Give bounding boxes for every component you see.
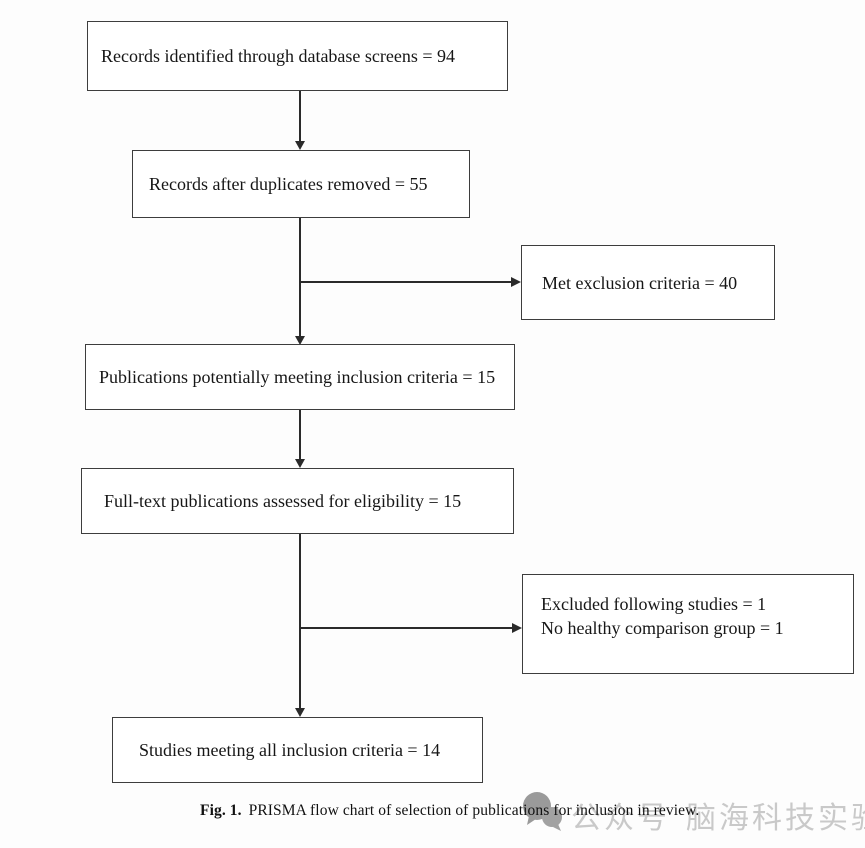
flow-box-met-exclusion: Met exclusion criteria = 40 (521, 245, 775, 320)
connector-line (299, 534, 301, 708)
flow-box-duplicates-removed: Records after duplicates removed = 55 (132, 150, 470, 218)
watermark: 公众号 脑海科技实验室 (521, 789, 865, 841)
figure-caption-text: PRISMA flow chart of selection of public… (248, 802, 700, 819)
arrow-down-icon (295, 336, 305, 345)
flow-box-label: Studies meeting all inclusion criteria =… (139, 740, 441, 760)
connector-line (299, 91, 301, 141)
flow-box-label: Records identified through database scre… (101, 46, 456, 66)
connector-line (300, 627, 512, 629)
flow-box-label: Publications potentially meeting inclusi… (99, 367, 496, 387)
arrow-down-icon (295, 459, 305, 468)
figure-caption-number: Fig. 1. (200, 802, 242, 819)
flow-box-studies-included: Studies meeting all inclusion criteria =… (112, 717, 483, 783)
watermark-account-name: 脑海科技实验室 (686, 802, 865, 835)
flow-box-label: Met exclusion criteria = 40 (542, 272, 738, 293)
arrow-right-icon (511, 277, 521, 287)
arrow-down-icon (295, 708, 305, 717)
flow-box-potentially-meeting: Publications potentially meeting inclusi… (85, 344, 515, 410)
figure-caption: Fig. 1. PRISMA flow chart of selection of… (200, 802, 699, 820)
flow-box-label-line1: Excluded following studies = 1 (541, 594, 767, 614)
flow-box-label-line2: No healthy comparison group = 1 (541, 618, 784, 638)
flow-box-excluded-following: Excluded following studies = 1 No health… (522, 574, 854, 674)
connector-line (299, 410, 301, 459)
flow-box-label: Records after duplicates removed = 55 (149, 174, 428, 194)
arrow-down-icon (295, 141, 305, 150)
arrow-right-icon (512, 623, 522, 633)
connector-line (300, 281, 511, 283)
flow-box-records-identified: Records identified through database scre… (87, 21, 508, 91)
connector-line (299, 218, 301, 336)
flow-box-fulltext-assessed: Full-text publications assessed for elig… (81, 468, 514, 534)
flow-box-label: Full-text publications assessed for elig… (104, 491, 462, 511)
watermark-account-label: 公众号 (571, 802, 670, 835)
chat-bubbles-icon (521, 789, 563, 841)
